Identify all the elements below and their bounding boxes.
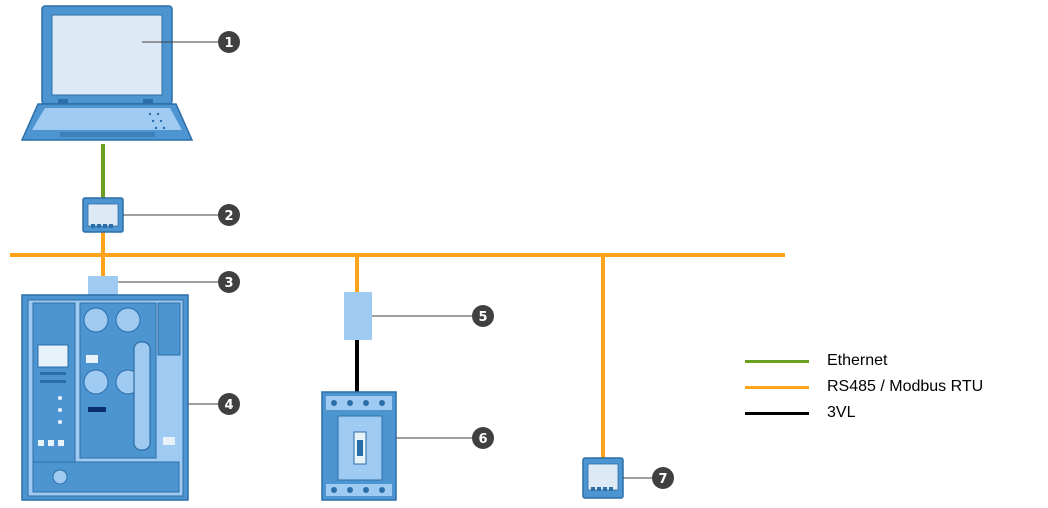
- com-module-icon: [344, 292, 372, 340]
- legend-label: Ethernet: [827, 352, 888, 369]
- callout-leaders: [118, 41, 652, 479]
- callout-2: 2: [218, 204, 240, 226]
- svg-text:6: 6: [478, 432, 487, 447]
- legend-item-3vl: 3VL: [745, 402, 983, 424]
- svg-text:1: 1: [224, 36, 233, 51]
- svg-text:4: 4: [224, 398, 233, 413]
- gateway-device-icon: [82, 197, 124, 233]
- communication-module-icon: [88, 276, 118, 296]
- callout-6: 6: [472, 427, 494, 449]
- legend: Ethernet RS485 / Modbus RTU 3VL: [745, 350, 983, 428]
- svg-text:7: 7: [658, 472, 667, 487]
- legend-item-rs485: RS485 / Modbus RTU: [745, 376, 983, 398]
- callout-1: 1: [218, 31, 240, 53]
- callout-3: 3: [218, 271, 240, 293]
- callout-7: 7: [652, 467, 674, 489]
- laptop-icon: [20, 5, 194, 141]
- svg-text:5: 5: [478, 310, 487, 325]
- callout-5: 5: [472, 305, 494, 327]
- connection-lines: [10, 144, 785, 458]
- svg-text:2: 2: [224, 209, 233, 224]
- callout-badges: 1 2 3 4 5 6 7: [218, 31, 674, 489]
- measuring-device-icon: [582, 457, 624, 499]
- legend-label: 3VL: [827, 404, 856, 421]
- air-circuit-breaker-icon: [21, 294, 189, 501]
- molded-case-breaker-icon: [321, 391, 397, 501]
- legend-swatch-rs485: [745, 385, 809, 389]
- svg-text:3: 3: [224, 276, 233, 291]
- legend-label: RS485 / Modbus RTU: [827, 378, 984, 395]
- callout-4: 4: [218, 393, 240, 415]
- legend-swatch-ethernet: [745, 359, 809, 363]
- legend-swatch-3vl: [745, 411, 809, 415]
- legend-item-ethernet: Ethernet: [745, 350, 983, 372]
